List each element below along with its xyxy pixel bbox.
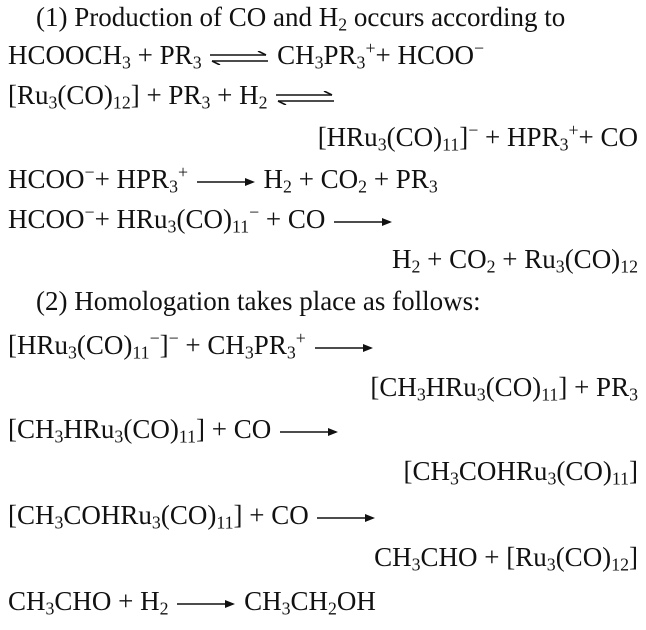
equation-4-right: H2 + CO2 + Ru3(CO)12 [391,244,638,277]
equation-1: HCOOCH3 + PR3 CH3PR3++ HCOO− [8,38,485,73]
right-arrow-icon [278,426,340,438]
right-arrow-icon [315,512,377,524]
equilibrium-arrow-icon [274,90,336,105]
equation-7-right: CH3CHO + [Ru3(CO)12] [374,542,638,575]
equation-6-right: [CH3COHRu3(CO)11] [403,456,638,489]
equation-7-left: [CH3COHRu3(CO)11] + CO [8,500,377,531]
right-arrow-icon [195,176,257,188]
equation-3: HCOO−+ HPR3+ H2 + CO2 + PR3 [8,162,438,197]
right-arrow-icon [332,216,394,228]
section-1-heading: (1) Production of CO and H2 occurs accor… [36,2,566,35]
right-arrow-icon [313,342,375,354]
equation-2-right: [HRu3(CO)11]− + HPR3++ CO [317,120,638,155]
equation-8: CH3CHO + H2 CH3CH2OH [8,586,376,619]
equation-2-left: [Ru3(CO)12] + PR3 + H2 [8,80,336,111]
section-2-heading: (2) Homologation takes place as follows: [36,286,481,316]
equation-4-left: HCOO−+ HRu3(CO)11− + CO [8,203,394,235]
right-arrow-icon [175,598,237,610]
equation-5-left: [HRu3(CO)11−]− + CH3PR3+ [8,329,375,361]
equation-6-left: [CH3HRu3(CO)11] + CO [8,414,340,445]
equation-5-right: [CH3HRu3(CO)11] + PR3 [370,372,638,405]
equilibrium-arrow-icon [208,50,270,65]
